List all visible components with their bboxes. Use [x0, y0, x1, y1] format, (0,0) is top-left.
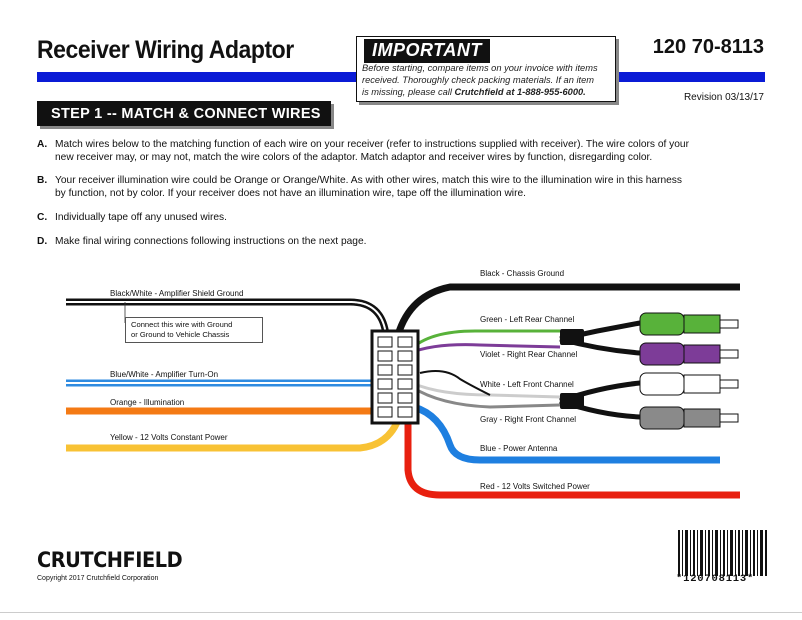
barcode-number: *120708113* — [676, 573, 755, 585]
important-text: Before starting, compare items on your i… — [362, 62, 612, 98]
rca-plug-gray — [639, 406, 739, 430]
instruction-a: A. Match wires below to the matching fun… — [37, 139, 689, 163]
wire-label-blue: Blue - Power Antenna — [480, 444, 558, 453]
wire-black — [394, 283, 740, 337]
wire-label-black: Black - Chassis Ground — [480, 269, 565, 278]
wire-label-green: Green - Left Rear Channel — [480, 315, 575, 324]
wire-label-white: White - Left Front Channel — [480, 380, 574, 389]
phone-number: Crutchfield at 1-888-955-6000. — [454, 87, 586, 97]
copyright: Copyright 2017 Crutchfield Corporation — [37, 575, 159, 582]
important-line-2: received. Thoroughly check packing mater… — [362, 75, 595, 85]
wire-label-yellow: Yellow - 12 Volts Constant Power — [110, 433, 228, 442]
important-line-1: Before starting, compare items on your i… — [362, 63, 598, 73]
rca-plug-green — [639, 312, 739, 336]
step-heading: STEP 1 -- MATCH & CONNECT WIRES — [37, 101, 331, 126]
wire-red — [404, 415, 740, 499]
barcode — [678, 530, 767, 576]
part-number: 120 70-8113 — [652, 36, 764, 58]
wire-label-violet: Violet - Right Rear Channel — [480, 350, 578, 359]
revision-date: Revision 03/13/17 — [683, 92, 764, 103]
page-title: Receiver Wiring Adaptor — [37, 36, 294, 64]
wire-label-orange: Orange - Illumination — [110, 398, 185, 407]
instruction-letter: D. — [37, 236, 48, 247]
wiring-diagram — [66, 283, 740, 499]
wire-blue — [412, 403, 720, 464]
instruction-letter: C. — [37, 212, 48, 223]
rca-plug-white — [639, 372, 739, 396]
wire-label-red: Red - 12 Volts Switched Power — [480, 482, 590, 491]
ground-note: Connect this wire with Ground or Ground … — [125, 317, 263, 343]
instruction-letter: B. — [37, 175, 48, 186]
wire-label-gray: Gray - Right Front Channel — [480, 415, 577, 424]
wire-label-blue-white: Blue/White - Amplifier Turn-On — [110, 370, 219, 379]
rca-plug-violet — [639, 342, 739, 366]
instruction-c: C. Individually tape off any unused wire… — [37, 212, 227, 223]
important-line-3: is missing, please call Crutchfield at 1… — [362, 87, 586, 97]
instruction-d: D. Make final wiring connections followi… — [37, 236, 367, 247]
instruction-letter: A. — [37, 139, 48, 150]
bottom-divider — [0, 612, 802, 613]
important-label: IMPORTANT — [364, 39, 490, 63]
instruction-b: B. Your receiver illumination wire could… — [37, 175, 682, 199]
crutchfield-logo: CRUTCHFIELD — [37, 548, 183, 572]
wire-label-black-white: Black/White - Amplifier Shield Ground — [110, 289, 244, 298]
wire-yellow — [66, 418, 402, 452]
